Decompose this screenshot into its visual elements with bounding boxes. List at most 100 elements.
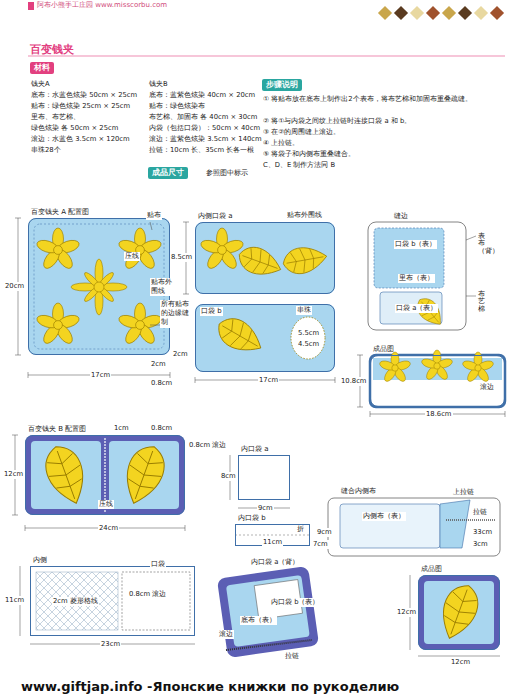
annotation-label: 滚边：水蓝色 3.5cm × 120cm (30, 135, 131, 144)
sew-inner-cloth-part (440, 500, 470, 548)
annotation-label: 4.5cm (297, 340, 320, 349)
annotation-label: 绿色炫染 各 50cm × 25cm (30, 124, 119, 133)
annotation-label: 贴布外围线 (150, 278, 178, 296)
wallet-a-layout-part (71, 259, 127, 315)
annotation-label: 24cm (98, 524, 119, 533)
inner-pockets-part (238, 455, 290, 500)
finished-b-part (410, 575, 500, 656)
panel-heading: 口袋 b (200, 307, 223, 316)
panel-heading: 内口袋 b (238, 514, 266, 523)
wallet-b-layout-part (117, 441, 170, 509)
annotation-label: 8.5cm (170, 253, 193, 262)
header-strip-part (474, 6, 488, 20)
annotation-label: 9cm (316, 528, 333, 537)
annotation-label: 底布：水蓝色炫染 50cm × 25cm (30, 91, 138, 100)
annotation-label: 布艺棉 (478, 290, 485, 314)
annotation-label: ① 将贴布放在底布上制作出2个表布，将布艺棉和加固布重叠疏缝。 (262, 95, 504, 104)
wallet-a-layout-part (35, 228, 80, 271)
zipper-assembly-part (217, 566, 319, 658)
pocket-b-part (291, 317, 325, 359)
annotation-label: 33cm (472, 528, 493, 537)
sewing-illustration-part (466, 236, 476, 296)
annotation-label: 折 (296, 525, 305, 534)
annotation-label: 口袋 (150, 560, 166, 569)
annotation-label: 12cm (3, 470, 24, 479)
header-strip-part (28, 2, 34, 10)
inner-pocket-a-part (235, 242, 285, 281)
finished-a-part (379, 352, 412, 383)
panel-heading: 百变钱夹 A 配置图 (31, 208, 89, 217)
sewing-illustration (368, 222, 476, 330)
header-strip-part (28, 56, 505, 57)
annotation-label: 里布、布艺棉、 (30, 113, 81, 122)
inner-pockets-part (230, 455, 290, 508)
annotation-label: 缝边 (393, 212, 409, 221)
annotation-label: 1cm (113, 424, 130, 433)
annotation-label: 上拉链 (452, 488, 475, 497)
annotation-label: 7cm (312, 540, 329, 549)
finished-b-part (434, 580, 484, 644)
drawing-panel: 内口袋 a (238, 455, 290, 500)
wallet-a-layout-part (35, 303, 80, 346)
annotation-label: 贴布：绿色炫染布 (148, 102, 206, 111)
header-strip-part (458, 6, 472, 20)
annotation-label: 拉链 (284, 652, 300, 661)
wallet-b-layout-part (31, 441, 101, 509)
sew-inner-cloth-part (446, 519, 495, 521)
annotation-label: 内口袋 a（背） (250, 558, 300, 567)
wallet-a-layout (15, 218, 170, 378)
wallet-a-layout-part (15, 218, 170, 378)
annotation-label: 内侧布（表） (362, 512, 406, 521)
wallet-b-layout (12, 435, 185, 531)
panel-heading: 内侧 (33, 556, 47, 565)
annotation-label: 钱夹B (148, 80, 169, 89)
annotation-label: 18.6cm (425, 410, 453, 419)
sew-inner-cloth-part (328, 498, 500, 556)
annotation-label: 8cm (220, 472, 237, 481)
wallet-b-layout-part (25, 435, 185, 515)
inner-side-part (122, 572, 190, 630)
annotation-label: 口袋 b（表） (394, 240, 437, 249)
header-strip-part (378, 6, 392, 20)
annotation-label: ③ 在②的周围缝上滚边。 (262, 128, 504, 137)
header-strip-part (410, 6, 424, 20)
annotation-label: 0.8cm 滚边 (188, 441, 227, 450)
drawing-panel: 内侧口袋 a (195, 222, 335, 294)
annotation-label: 布艺棉、加固布 各 40cm × 30cm (148, 113, 258, 122)
panel-heading: 内侧口袋 a (198, 212, 233, 221)
annotation-label: 压线 (98, 500, 114, 509)
pocket-b (195, 304, 335, 383)
section-banner: 成品尺寸 (148, 167, 188, 179)
sewing-illustration-part (368, 222, 466, 330)
zipper-assembly-part (226, 575, 310, 647)
header-strip-part (426, 6, 440, 20)
annotation-label: 贴布外围线 (286, 211, 323, 220)
annotation-label: 贴布：绿色炫染 25cm × 25cm (30, 102, 131, 111)
pocket-b-part (195, 304, 335, 372)
inner-pocket-a (183, 222, 335, 294)
header-strip (28, 2, 505, 56)
panel-heading: 成品尺寸 (152, 168, 184, 178)
inner-pocket-a-part (195, 222, 335, 294)
annotation-label: 口袋 a（表） (395, 304, 438, 313)
annotation-label: 11cm (4, 596, 25, 605)
annotation-label: 10.8cm (340, 377, 368, 386)
finished-a-part (357, 355, 505, 417)
annotation-label: 拉链 (472, 508, 488, 517)
sewing-illustration-part (374, 228, 444, 288)
finished-b-part (424, 581, 494, 644)
inner-pocket-a-part (281, 244, 329, 277)
annotation-label: 内袋（包括口袋）：50cm × 40cm (148, 124, 261, 133)
finished-b (410, 575, 500, 656)
pocket-b-part (212, 312, 268, 360)
annotation-label: 表布（背） (478, 232, 485, 256)
annotation-label: 17cm (90, 371, 111, 380)
annotation-label: 12cm (450, 658, 471, 667)
annotation-label: 滚边 (218, 630, 234, 639)
annotation-label: 滚边 (479, 383, 495, 392)
inner-side (20, 566, 195, 644)
annotation-label: ④ 上拉链。 (262, 139, 504, 148)
watermark: 阿布小熊手工庄园 www.misscorbu.com (36, 1, 168, 10)
annotation-label: 5.5cm (297, 329, 320, 338)
finished-a-part (462, 352, 495, 383)
